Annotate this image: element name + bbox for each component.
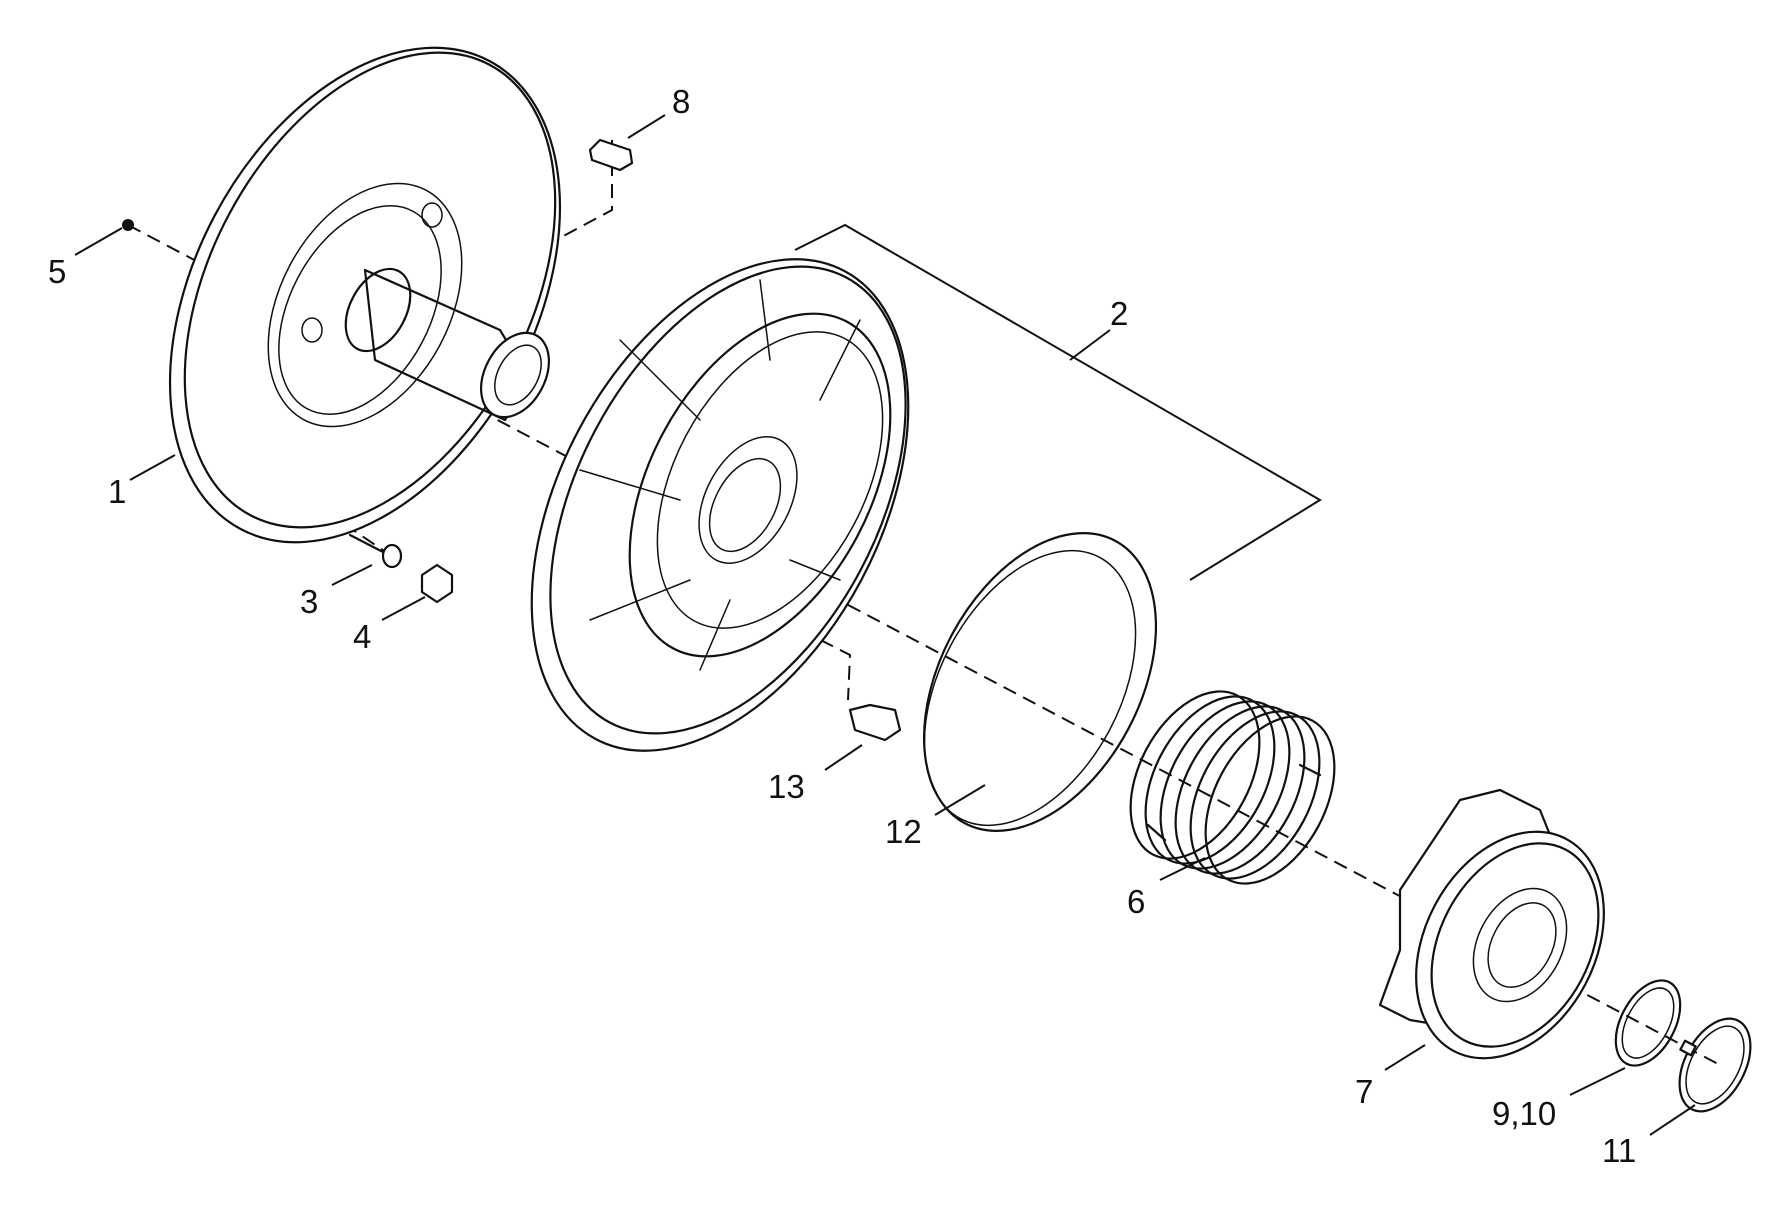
sheave-spokes xyxy=(579,279,861,671)
callout-4: 4 xyxy=(353,618,371,655)
callout-12: 12 xyxy=(885,813,922,850)
callout-8: 8 xyxy=(672,83,690,120)
part-5-rivet xyxy=(122,219,134,231)
part-6-spring xyxy=(1129,690,1336,885)
assembly-2-bracket xyxy=(794,223,1322,581)
callout-6: 6 xyxy=(1127,883,1145,920)
callout-3: 3 xyxy=(300,583,318,620)
part-12-ring xyxy=(922,532,1158,832)
part-4-nut xyxy=(420,563,454,604)
leader-lines xyxy=(74,114,1696,1136)
callout-11: 11 xyxy=(1602,1132,1636,1169)
part-11-snap-ring xyxy=(1678,1017,1752,1113)
part-7-spring-cover xyxy=(1378,788,1605,1060)
part-9-10-washer xyxy=(1614,979,1682,1067)
callout-labels: 1 2 3 4 5 6 7 8 9,10 11 12 13 xyxy=(48,83,1636,1169)
part-8-key xyxy=(588,138,634,172)
callout-9-10: 9,10 xyxy=(1492,1095,1556,1132)
part-13-slider-shoe xyxy=(848,703,902,742)
part-2-movable-sheave xyxy=(530,258,910,752)
callout-2: 2 xyxy=(1110,295,1128,332)
callout-13: 13 xyxy=(768,768,805,805)
callout-5: 5 xyxy=(48,253,66,290)
callout-7: 7 xyxy=(1355,1073,1373,1110)
callout-1: 1 xyxy=(108,473,126,510)
part-1-fixed-sheave xyxy=(168,46,562,544)
part-3-screw xyxy=(348,533,403,569)
